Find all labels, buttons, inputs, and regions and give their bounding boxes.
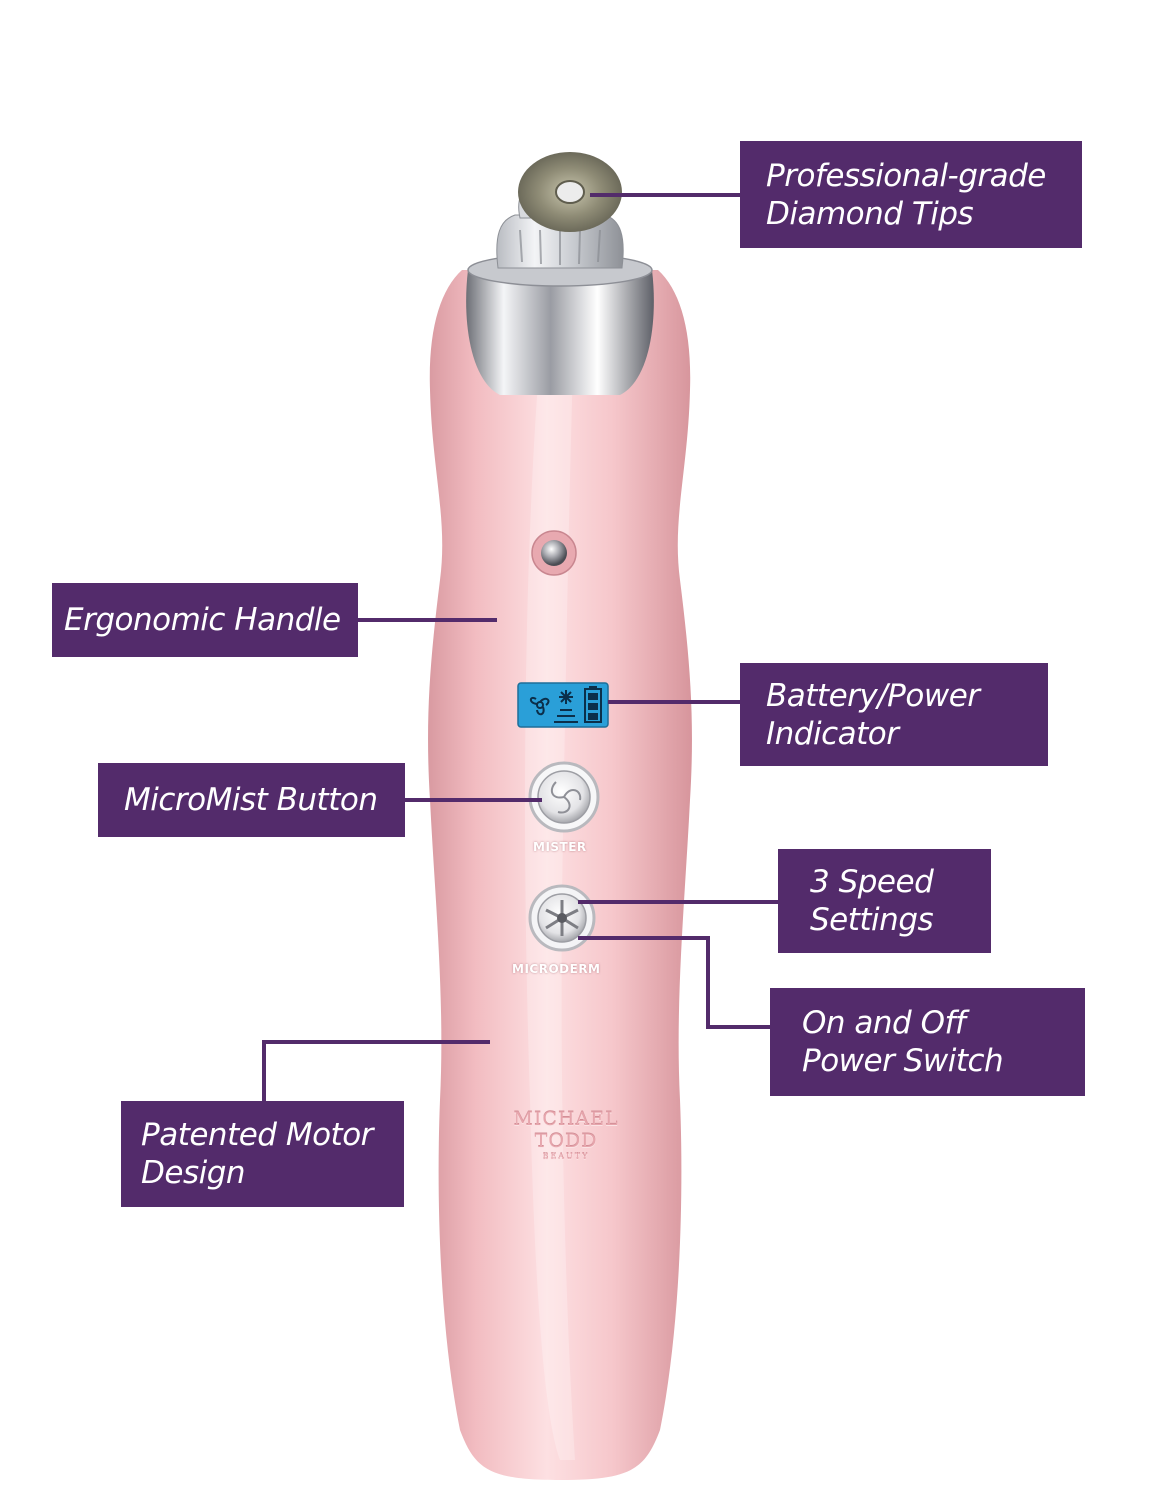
callout-battery-indicator-line2: Indicator [766, 715, 899, 752]
callout-motor-design-line2: Design [141, 1155, 246, 1191]
callout-micromist-button: MicroMist Button [98, 763, 405, 837]
leader-lines [262, 193, 780, 1103]
callout-power-switch-line2: Power Switch [802, 1043, 1004, 1079]
callout-motor-design: Patented Motor Design [121, 1101, 404, 1207]
callout-motor-design-line1: Patented Motor [141, 1117, 373, 1153]
fan-icon [529, 696, 550, 716]
callout-ergonomic-handle-line1: Ergonomic Handle [64, 602, 341, 638]
callout-diamond-tips-line2: Diamond Tips [766, 195, 974, 232]
callout-diamond-tips: Professional-grade Diamond Tips [740, 141, 1082, 248]
device-body [428, 270, 692, 1480]
callout-speed-settings: 3 Speed Settings [778, 849, 991, 953]
callout-power-switch: On and Off Power Switch [770, 988, 1085, 1096]
swirl-icon [550, 781, 582, 814]
callout-diamond-tips-line1: Professional-grade [766, 157, 1046, 194]
callout-battery-indicator-line1: Battery/Power [766, 677, 980, 714]
leader-motor-design [262, 1040, 490, 1103]
brand-name: MICHAEL TODD [513, 1108, 619, 1152]
top-nub [541, 540, 567, 566]
body-highlight [525, 300, 575, 1460]
callout-speed-settings-line1: 3 Speed [810, 864, 934, 900]
callout-ergonomic-handle: Ergonomic Handle [52, 583, 358, 657]
brand-sub: BEAUTY [542, 1152, 590, 1161]
callout-speed-settings-line2: Settings [810, 902, 934, 938]
chrome-collar [466, 270, 654, 395]
level-bars [554, 709, 578, 723]
mister-label: MISTER [533, 840, 587, 854]
battery-icon [584, 686, 602, 723]
aperture-center [557, 913, 567, 923]
microderm-label: MICRODERM [512, 962, 601, 976]
leader-power-switch [578, 936, 772, 1029]
callout-battery-indicator: Battery/Power Indicator [740, 663, 1048, 766]
callout-power-switch-line1: On and Off [802, 1005, 966, 1041]
callout-micromist-button-line1: MicroMist Button [124, 782, 378, 818]
diamond-tip-hole [555, 180, 585, 204]
brand-logo: MICHAEL TODD BEAUTY [480, 1108, 652, 1161]
cap-ribs [519, 229, 601, 265]
sun-icon [559, 690, 573, 704]
